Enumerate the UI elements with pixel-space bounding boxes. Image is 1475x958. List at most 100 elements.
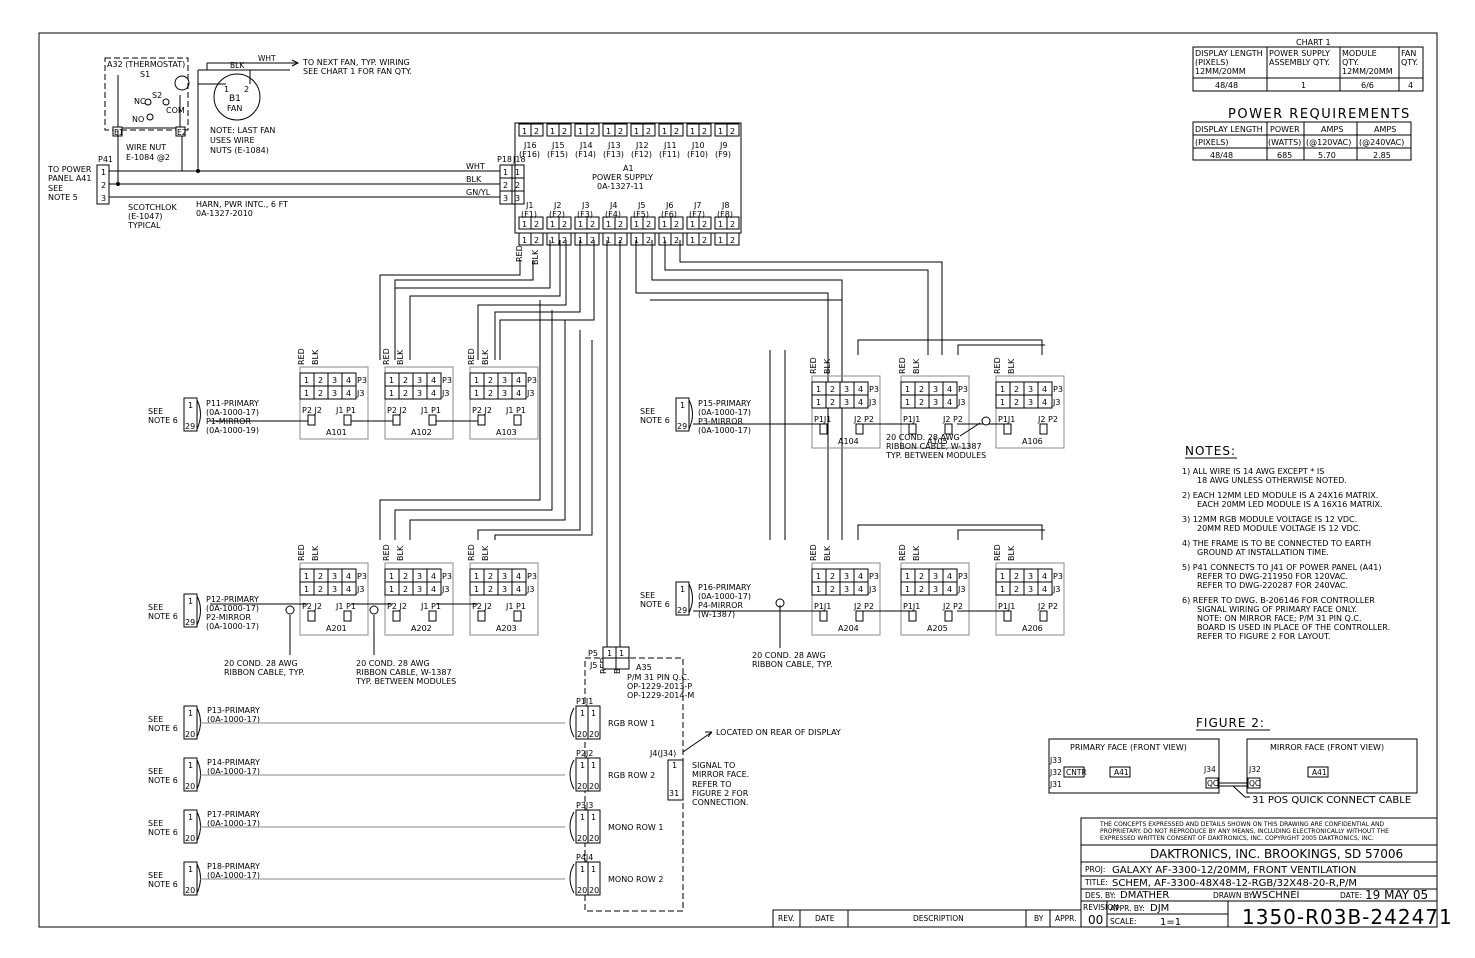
power-input-section: TO POWER PANEL A41 SEE NOTE 5 P41 1 2 3 … — [47, 84, 526, 230]
p3-label: P3 — [1053, 385, 1063, 394]
note-line: 3) 12MM RGB MODULE VOLTAGE IS 12 VDC. — [1182, 515, 1357, 524]
company-name: DAKTRONICS, INC. BROOKINGS, SD 57006 — [1150, 847, 1403, 861]
controller-a35: RED BLK P5 1 1 J5 A35 P/M 31 PIN Q.C. OP… — [584, 646, 841, 912]
psu-jack-label: J14 — [579, 141, 593, 150]
chart1-header: 12MM/20MM — [1195, 67, 1246, 76]
ribbon-cable-notes: 20 COND. 28 AWG RIBBON CABLE, W-1387 TYP… — [224, 422, 986, 686]
pin-label: 1 — [591, 761, 596, 770]
psu-fuse-label: (F5) — [633, 210, 649, 219]
pin-label: 3 — [933, 398, 938, 407]
j18-label: J18 — [512, 155, 526, 164]
pin-label: 1 — [905, 398, 910, 407]
j3-label: J3 — [1052, 398, 1060, 407]
pin-label: 3 — [933, 572, 938, 581]
pin-label: 2 — [590, 127, 595, 136]
title-block: REV. DATE DESCRIPTION BY APPR. THE CONCE… — [772, 817, 1453, 929]
primary-face-label: PRIMARY FACE (FRONT VIEW) — [1070, 743, 1187, 752]
j32-label: J32 — [1248, 765, 1261, 774]
ribbon-connector — [1003, 610, 1012, 622]
ribbon-marker — [285, 605, 295, 615]
drawn-by: WSCHNEI — [1252, 890, 1300, 901]
note-label: NOTE 6 — [148, 612, 178, 621]
pin-label: 2 — [702, 127, 707, 136]
pin-label: 1 — [634, 220, 639, 229]
module-outline — [900, 562, 970, 636]
cable-label: P18-PRIMARY — [207, 862, 260, 871]
row-cable-connector — [183, 705, 198, 740]
proj-label: PROJ: — [1085, 865, 1105, 874]
pin-label: 1 — [690, 220, 695, 229]
drawing-number: 1350-R03B-242471 — [1242, 905, 1453, 929]
pin-label: 2 — [674, 220, 679, 229]
wire-color: BLK — [311, 545, 320, 561]
pin-label: 1 — [1000, 385, 1005, 394]
pin-label: 1 — [522, 127, 527, 136]
pin-label: 1 — [606, 127, 611, 136]
signal-note: FIGURE 2 FOR — [692, 789, 749, 798]
fan-symbol — [213, 73, 261, 121]
module-id: A102 — [411, 428, 432, 437]
cable-part: (0A-1000-17) — [206, 408, 259, 417]
note-label: NOTE 6 — [148, 828, 178, 837]
pin-label: 2 — [919, 385, 924, 394]
p3-label: P3 — [442, 376, 452, 385]
no-label: NO — [132, 115, 144, 124]
pin-label: 3 — [933, 585, 938, 594]
chart1-header: QTY. — [1401, 58, 1418, 67]
switch-contact — [162, 98, 170, 106]
pin-label: 3 — [332, 376, 337, 385]
ribbon-note: RIBBON CABLE, TYP. — [224, 668, 305, 677]
cable-label: P11-PRIMARY — [206, 399, 259, 408]
pin-label: 3 — [417, 389, 422, 398]
ribbon-connector — [855, 423, 864, 435]
psu-name: POWER SUPPLY — [592, 173, 653, 182]
pin-label: 2 — [503, 181, 508, 190]
pin-label: 3 — [417, 376, 422, 385]
ribbon-note: 20 COND. 28 AWG — [224, 659, 298, 668]
p2-label: P2 J2 — [472, 406, 492, 415]
signal-note: REFER TO — [692, 780, 732, 789]
psu-jack-label: J9 — [719, 141, 727, 150]
pin-label: 1 — [619, 649, 624, 658]
figure2-title: FIGURE 2: — [1196, 716, 1265, 730]
pin-label: 2 — [646, 127, 651, 136]
see-label: SEE — [148, 767, 163, 776]
pin-label: 2 — [646, 220, 651, 229]
p1-label: P1J1 — [998, 415, 1015, 424]
controller-id: A35 — [636, 663, 652, 672]
pin-label: 1 — [690, 236, 695, 245]
pin-label: 20 — [577, 730, 587, 739]
pin-label: 1 — [1000, 572, 1005, 581]
power-req-title: POWER REQUIREMENTS — [1228, 107, 1411, 122]
power-req-header: AMPS — [1374, 125, 1396, 134]
j3-label: J3 — [441, 585, 449, 594]
last-fan-note: NUTS (E-1084) — [210, 146, 269, 155]
j2-label: J2 P2 — [942, 602, 963, 611]
pin-label: 2 — [646, 236, 651, 245]
p1-label: P1J1 — [814, 602, 831, 611]
pin-label: 1 — [690, 127, 695, 136]
ribbon-note: 20 COND. 28 AWG — [886, 433, 960, 442]
note-line: SIGNAL WIRING OF PRIMARY FACE ONLY. — [1197, 605, 1357, 614]
pin-label: 1 — [816, 398, 821, 407]
signal-note: SIGNAL TO — [692, 761, 735, 770]
note-line: REFER TO DWG-211950 FOR 120VAC. — [1197, 572, 1348, 581]
rear-note: LOCATED ON REAR OF DISPLAY — [716, 728, 841, 737]
ribbon-connector — [477, 610, 486, 622]
pin-label: 2 — [1014, 585, 1019, 594]
e1-label: E1 — [114, 128, 124, 137]
ribbon-connector — [392, 414, 401, 426]
confidential-note: PROPRIETARY. DO NOT REPRODUCE BY ANY MEA… — [1100, 828, 1389, 835]
pin-label: 3 — [332, 572, 337, 581]
pin-label: 2 — [534, 220, 539, 229]
wire-color: BLK — [1007, 545, 1016, 561]
row-name: RGB ROW 1 — [608, 719, 655, 728]
pin-label: 4 — [858, 572, 863, 581]
note-line: 18 AWG UNLESS OTHERWISE NOTED. — [1197, 476, 1347, 485]
pin-label: 2 — [919, 572, 924, 581]
pin-label: 20 — [589, 782, 599, 791]
pin-label: 1 — [816, 385, 821, 394]
pin-label: 3 — [844, 572, 849, 581]
pin-label: 3 — [502, 389, 507, 398]
appr-label: APPR. BY: — [1110, 904, 1145, 913]
